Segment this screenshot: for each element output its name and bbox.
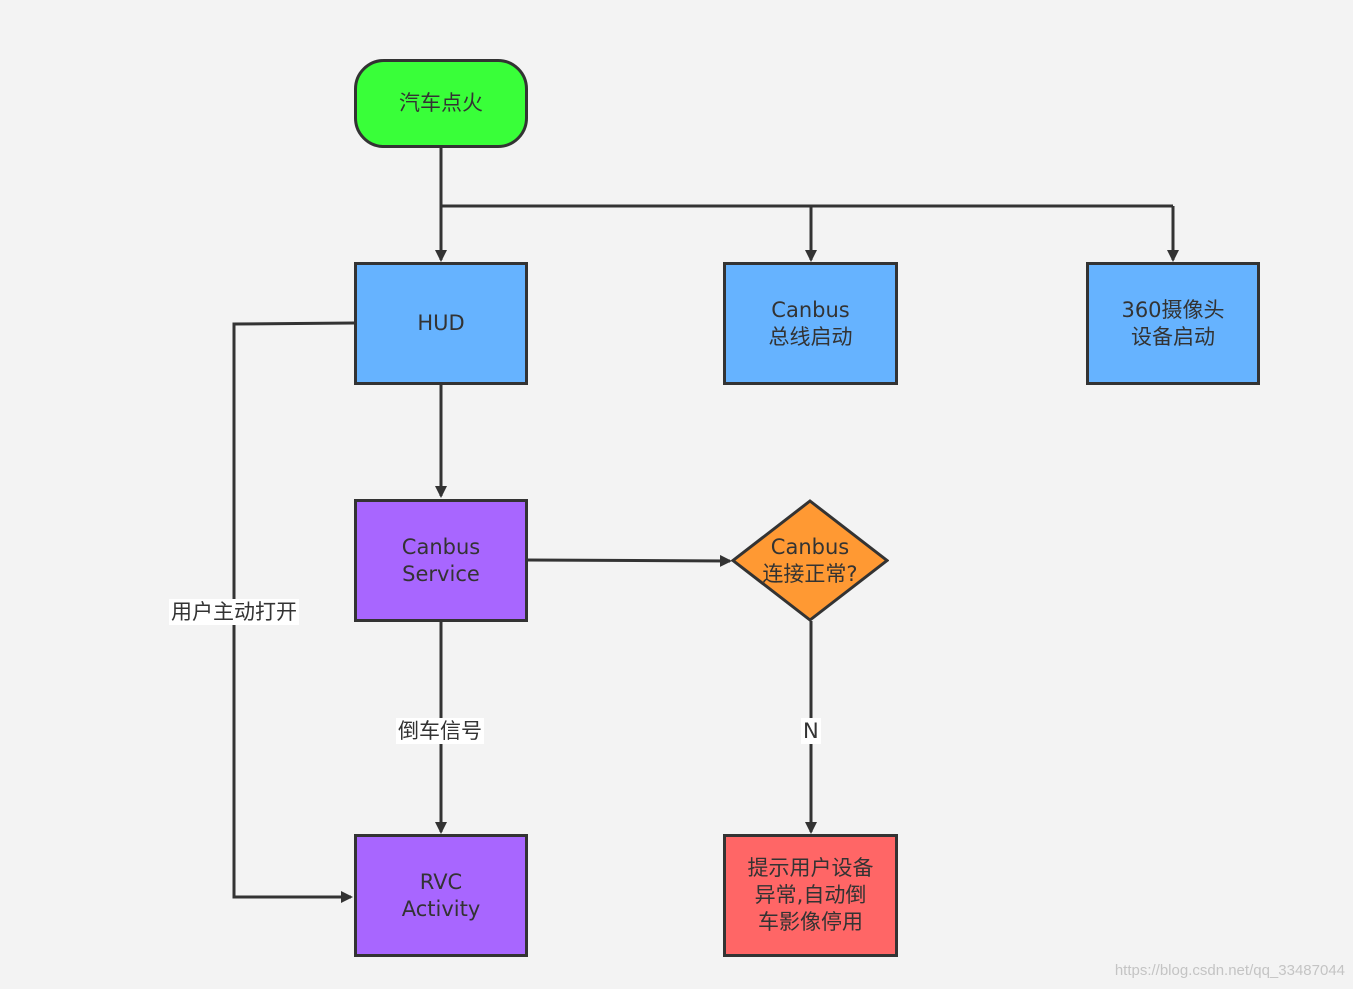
edge-label-no: N [801,718,821,744]
node-hud: HUD [354,262,528,385]
node-rvc-activity: RVC Activity [354,834,528,957]
node-device-error: 提示用户设备 异常,自动倒 车影像停用 [723,834,898,957]
watermark-text: https://blog.csdn.net/qq_33487044 [1114,962,1345,979]
edge-service-check [526,554,732,567]
node-canbus-bus: Canbus 总线启动 [723,262,898,385]
node-ignition: 汽车点火 [354,59,528,148]
decision-diamond-shape [731,499,889,622]
node-canbus-check: Canbus 连接正常? [731,499,889,622]
node-360-camera: 360摄像头 设备启动 [1086,262,1260,385]
edge-label-reverse-signal: 倒车信号 [396,718,484,744]
node-canbus-service: Canbus Service [354,499,528,622]
edge-label-user-open: 用户主动打开 [169,599,299,625]
node-canbus-check-label: Canbus 连接正常? [762,534,858,586]
